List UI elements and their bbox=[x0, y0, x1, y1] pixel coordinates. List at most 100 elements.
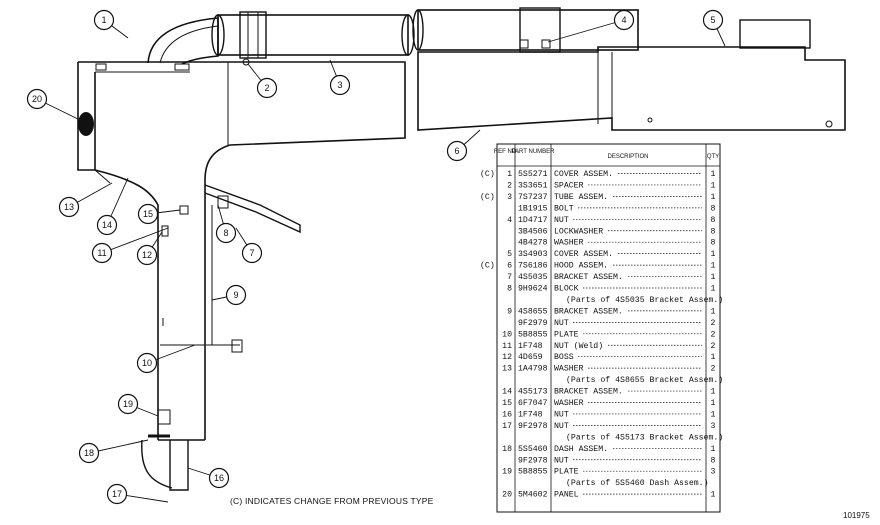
header-part-number: PART NUMBER bbox=[511, 149, 555, 155]
header-qty: QTY bbox=[707, 154, 719, 160]
cell-qty: 1 bbox=[711, 181, 716, 190]
cell-qty: 1 bbox=[711, 491, 716, 500]
cell-desc: DASH ASSEM. bbox=[554, 445, 608, 454]
cell-ref: 19 bbox=[502, 468, 512, 477]
cell-desc: HOOD ASSEM. bbox=[554, 262, 608, 271]
figure-id: 101975 bbox=[843, 511, 870, 520]
callout-number: 8 bbox=[223, 228, 228, 238]
cell-part: 7S6186 bbox=[518, 262, 548, 271]
cell-qty: 1 bbox=[711, 285, 716, 294]
callout-leader-4 bbox=[547, 19, 625, 43]
cell-desc: PANEL bbox=[554, 491, 579, 500]
table-row: 1B1915 BOLT 8 bbox=[518, 204, 716, 213]
callout-number: 10 bbox=[142, 358, 152, 368]
cell-ref: 3 bbox=[507, 193, 512, 202]
cell-ref: 13 bbox=[502, 365, 512, 374]
cell-qty: 1 bbox=[711, 250, 716, 259]
cell-desc: SPACER bbox=[554, 181, 584, 190]
callout-number: 6 bbox=[454, 146, 459, 156]
cell-part: 3S4903 bbox=[518, 250, 548, 259]
callout-16: 16 bbox=[208, 467, 230, 489]
callout-number: 13 bbox=[64, 202, 74, 212]
cell-part: 7S7237 bbox=[518, 193, 548, 202]
cell-part: 5S5271 bbox=[518, 170, 548, 179]
cell-qty: 8 bbox=[711, 204, 716, 213]
cell-qty: 8 bbox=[711, 216, 716, 225]
callout-2: 2 bbox=[256, 77, 278, 99]
callout-13: 13 bbox=[58, 196, 80, 218]
cell-qty: 8 bbox=[711, 227, 716, 236]
cell-ref: 5 bbox=[507, 250, 512, 259]
header-ref-no: REF NO. bbox=[494, 149, 519, 155]
cell-qty: 8 bbox=[711, 239, 716, 248]
cell-desc: LOCKWASHER bbox=[554, 227, 603, 236]
callout-14: 14 bbox=[96, 214, 118, 236]
callout-number: 5 bbox=[710, 15, 715, 25]
callout-9: 9 bbox=[225, 284, 247, 306]
cell-part: 1D4717 bbox=[518, 216, 548, 225]
cell-qty: 1 bbox=[711, 262, 716, 271]
callout-number: 2 bbox=[264, 83, 269, 93]
cell-part: 9F2978 bbox=[518, 456, 548, 465]
cell-part: 1B1915 bbox=[518, 204, 548, 213]
cell-change: (C) bbox=[480, 169, 495, 179]
callout-1: 1 bbox=[93, 9, 115, 31]
cell-ref: 7 bbox=[507, 273, 512, 282]
cell-part: 4D659 bbox=[518, 353, 543, 362]
callout-5: 5 bbox=[702, 9, 724, 31]
cell-ref: 4 bbox=[507, 216, 512, 225]
callout-number: 15 bbox=[143, 209, 153, 219]
intake-pipe-drawing bbox=[77, 11, 415, 491]
cell-ref: 16 bbox=[502, 410, 512, 419]
callout-number: 19 bbox=[123, 399, 133, 409]
cell-desc: BOLT bbox=[554, 204, 574, 213]
cell-part: 4S5173 bbox=[518, 388, 548, 397]
cell-desc: (Parts of 5S5460 Dash Assem.) bbox=[566, 478, 709, 488]
cell-qty: 1 bbox=[711, 445, 716, 454]
cell-desc: (Parts of 4S5173 Bracket Assem.) bbox=[566, 432, 723, 442]
callout-number: 11 bbox=[97, 248, 106, 258]
cell-qty: 1 bbox=[711, 273, 716, 282]
callout-number: 14 bbox=[102, 220, 112, 230]
callout-leader-11 bbox=[101, 227, 169, 254]
hood-assembly-drawing bbox=[412, 7, 846, 131]
cell-desc: WASHER bbox=[554, 399, 584, 408]
callout-20: 20 bbox=[26, 88, 48, 110]
cell-desc: NUT (Weld) bbox=[554, 341, 603, 351]
callout-number: 12 bbox=[142, 250, 152, 260]
cell-part: 5B8855 bbox=[518, 468, 548, 477]
cell-ref: 15 bbox=[502, 399, 512, 408]
cell-part: 1F748 bbox=[518, 342, 543, 351]
cell-qty: 1 bbox=[711, 399, 716, 408]
cell-ref: 11 bbox=[502, 342, 512, 351]
cell-part: 5B8855 bbox=[518, 330, 548, 339]
cell-part: 6F7047 bbox=[518, 399, 548, 408]
cell-desc: BRACKET ASSEM. bbox=[554, 273, 623, 282]
cell-qty: 2 bbox=[711, 365, 716, 374]
table-row: 15 6F7047 WASHER 1 bbox=[502, 399, 715, 408]
callout-12: 12 bbox=[136, 244, 158, 266]
cell-desc: WASHER bbox=[554, 239, 584, 248]
callout-10: 10 bbox=[136, 352, 158, 374]
cell-qty: 3 bbox=[711, 422, 716, 431]
callout-18: 18 bbox=[78, 442, 100, 464]
cell-part: 1F748 bbox=[518, 410, 543, 419]
callout-11: 11 bbox=[91, 242, 113, 264]
cell-desc: BOSS bbox=[554, 353, 574, 362]
cell-qty: 1 bbox=[711, 410, 716, 419]
cell-ref: 18 bbox=[502, 445, 512, 454]
cell-qty: 1 bbox=[711, 193, 716, 202]
cell-desc: COVER ASSEM. bbox=[554, 170, 613, 179]
